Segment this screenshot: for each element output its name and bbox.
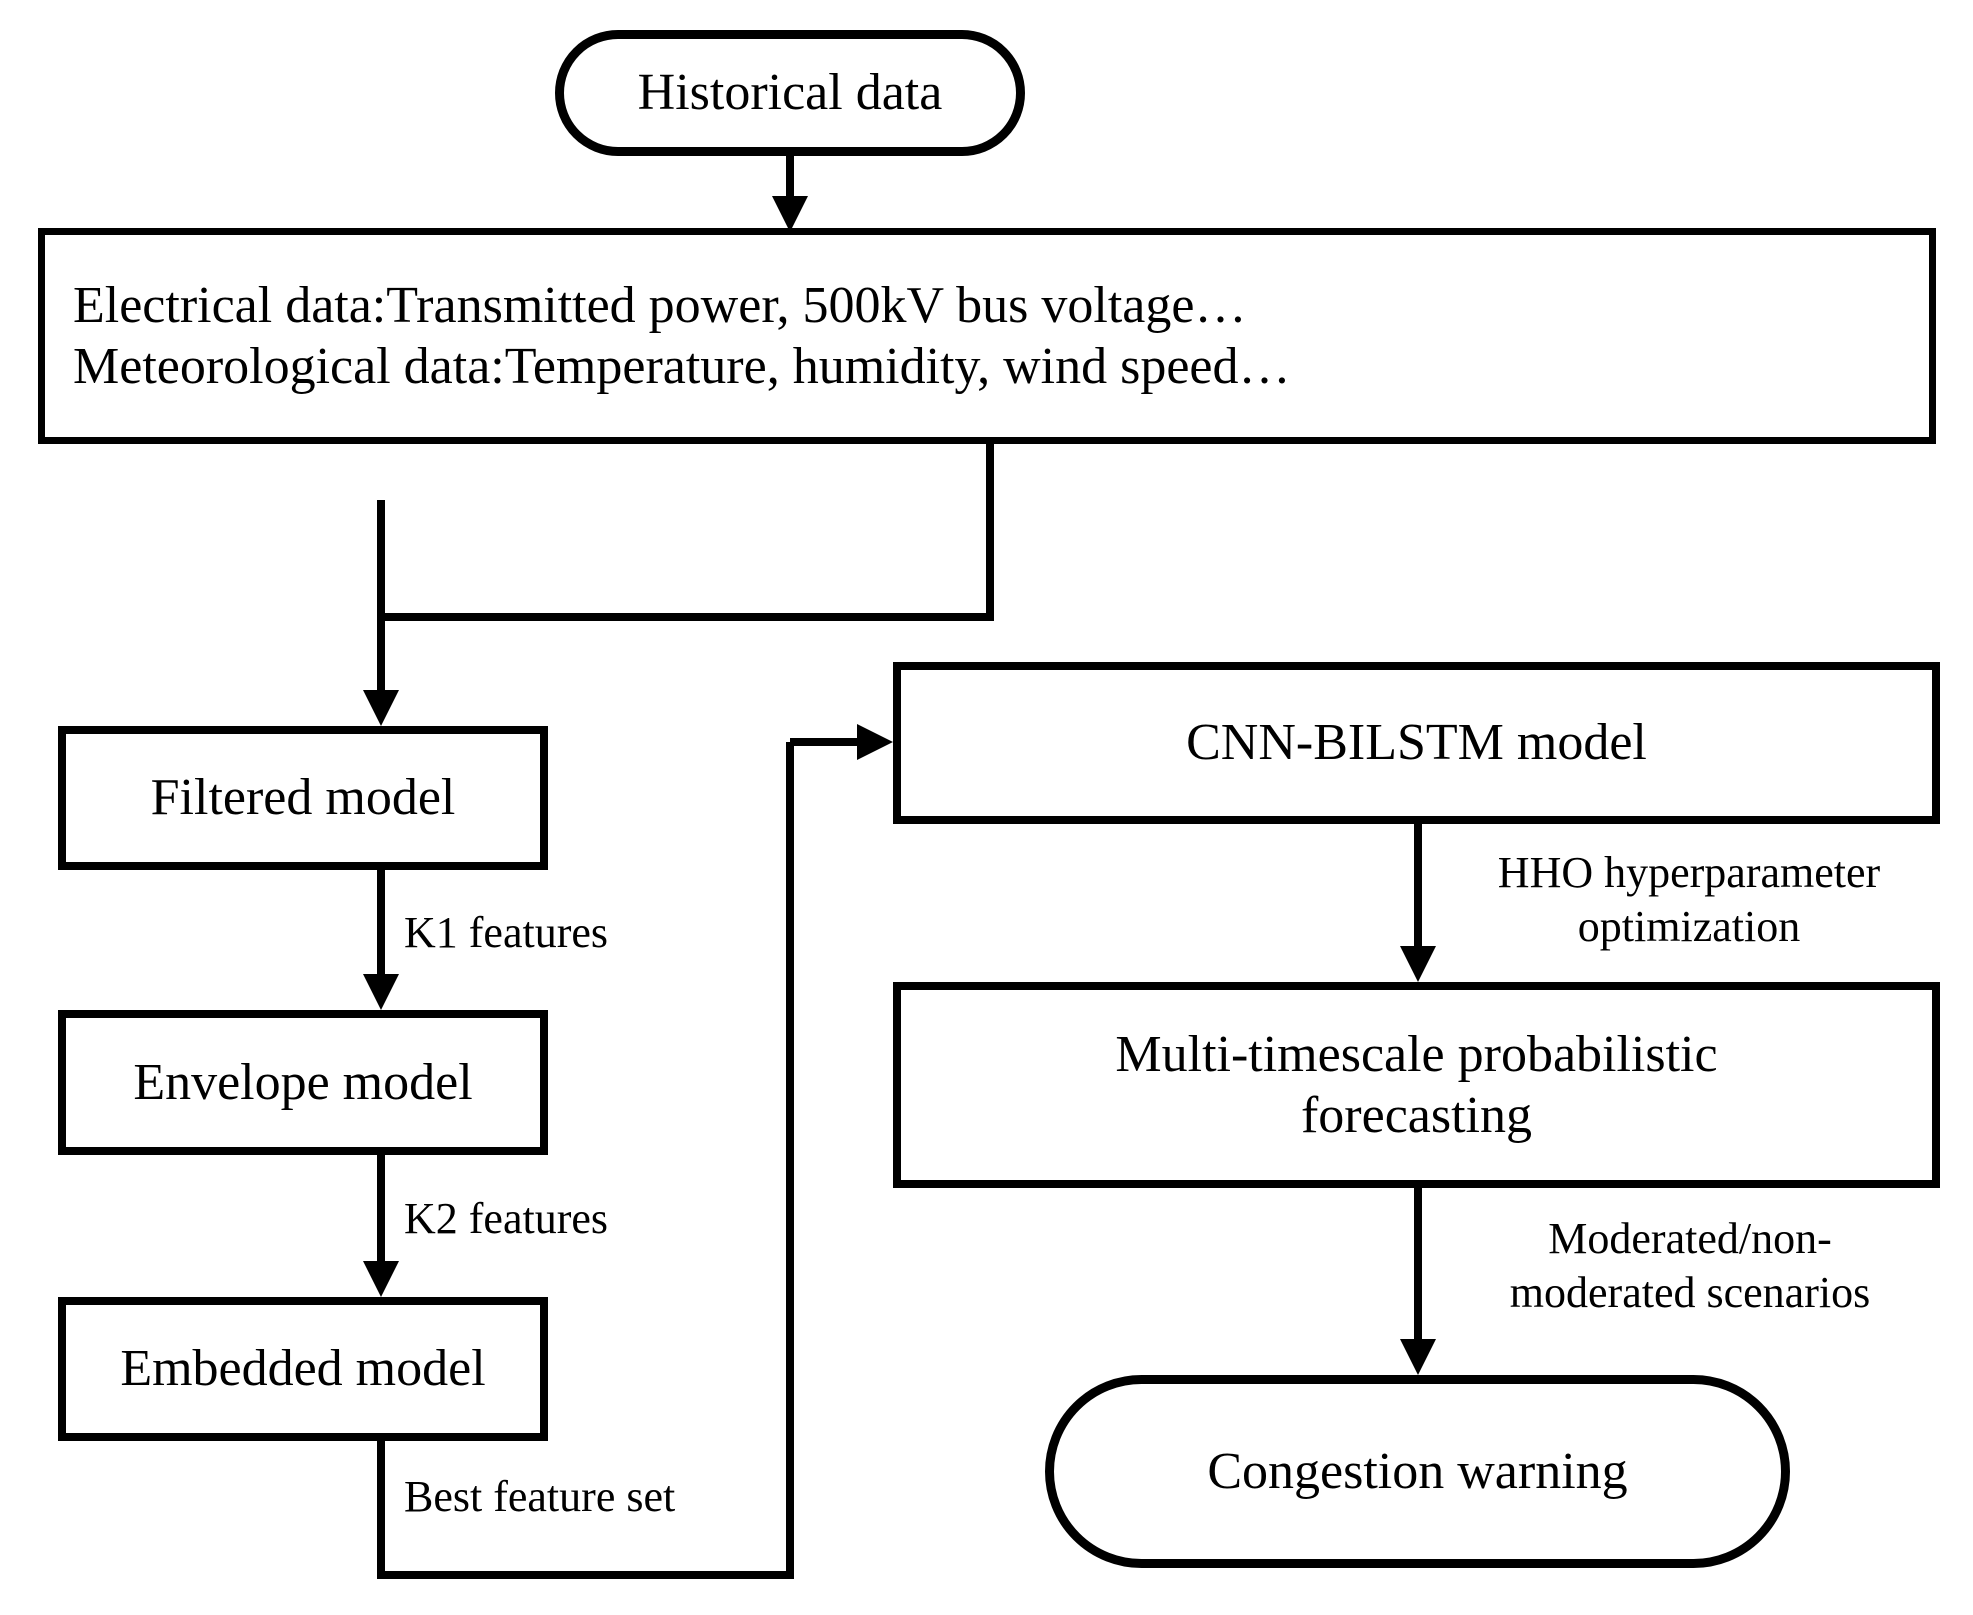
connector-cnnbilstm-to-forecasting: [1400, 824, 1436, 982]
node-cnn-bilstm-model-label: CNN-BILSTM model: [1186, 714, 1647, 772]
node-forecasting[interactable]: Multi-timescale probabilistic forecastin…: [893, 982, 1940, 1188]
node-congestion-warning-label: Congestion warning: [1207, 1442, 1628, 1500]
node-embedded-model-label: Embedded model: [120, 1340, 486, 1398]
node-envelope-model[interactable]: Envelope model: [58, 1010, 548, 1155]
node-filtered-model-label: Filtered model: [150, 769, 456, 827]
edge-label-best-feature-set: Best feature set: [404, 1472, 676, 1521]
connector-envelope-to-embedded: [363, 1155, 399, 1297]
node-embedded-model[interactable]: Embedded model: [58, 1297, 548, 1441]
node-filtered-model[interactable]: Filtered model: [58, 726, 548, 870]
node-cnn-bilstm-model[interactable]: CNN-BILSTM model: [893, 662, 1940, 824]
node-data-sources-line2: Meteorological data:Temperature, humidit…: [73, 338, 1291, 395]
connector-filtered-to-envelope: [363, 870, 399, 1010]
connector-historical-to-data: [772, 156, 808, 232]
node-data-sources-line1: Electrical data:Transmitted power, 500kV…: [73, 276, 1247, 334]
node-historical-data-label: Historical data: [637, 64, 943, 122]
edge-label-k1-features: K1 features: [404, 908, 609, 957]
edge-label-scenarios: Moderated/non- moderated scenarios: [1509, 1214, 1871, 1317]
node-historical-data[interactable]: Historical data: [555, 30, 1025, 156]
node-envelope-model-label: Envelope model: [133, 1053, 473, 1111]
node-data-sources[interactable]: Electrical data:Transmitted power, 500kV…: [38, 228, 1936, 444]
connector-forecasting-to-warning: [1400, 1188, 1436, 1375]
node-data-sources-text: Electrical data:Transmitted power, 500kV…: [45, 275, 1929, 398]
edge-label-k2-features: K2 features: [404, 1194, 609, 1243]
node-forecasting-label: Multi-timescale probabilistic forecastin…: [1115, 1025, 1718, 1144]
edge-label-hho-optimization: HHO hyperparameter optimization: [1497, 848, 1881, 951]
node-congestion-warning[interactable]: Congestion warning: [1045, 1375, 1790, 1568]
